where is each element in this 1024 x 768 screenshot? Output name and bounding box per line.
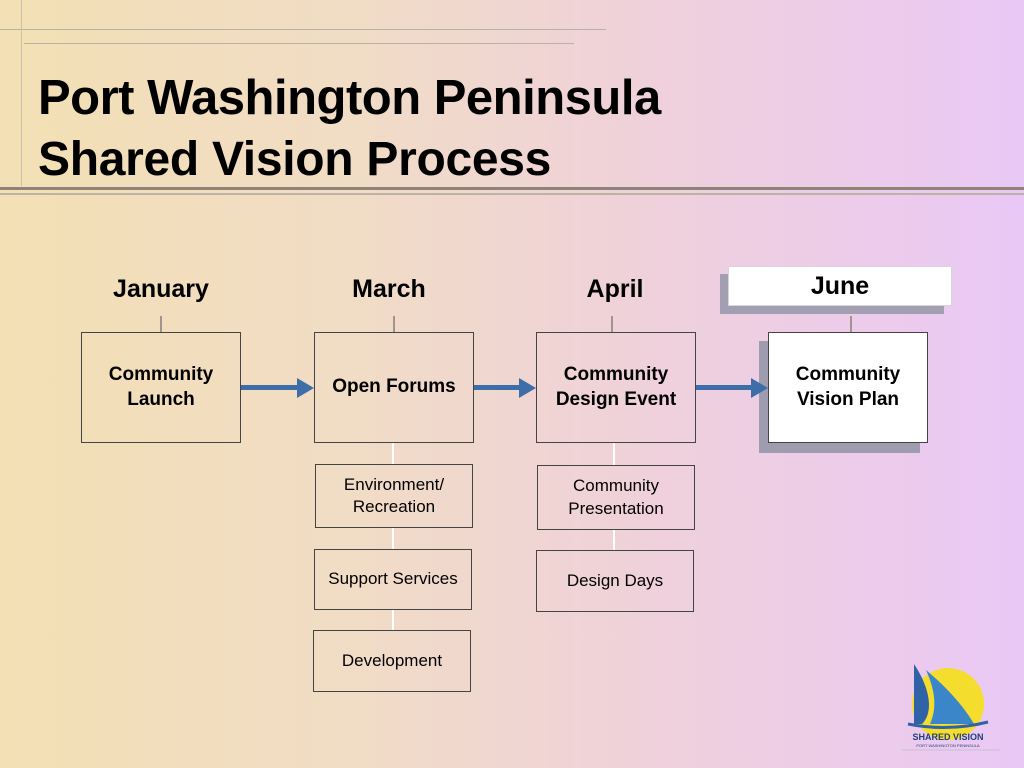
title-divider-light	[0, 193, 1024, 195]
logo-sail-left	[914, 664, 929, 724]
arrow-forums-to-design-line	[474, 385, 520, 390]
decorative-top-line-2	[24, 43, 574, 44]
logo-subtitle: PORT WASHINGTON PENINSULA	[916, 743, 980, 748]
stage-community-launch: Community Launch	[81, 332, 241, 443]
topic-support-services: Support Services	[314, 549, 472, 610]
timeline-tick-january	[160, 316, 162, 332]
timeline-tick-march	[393, 316, 395, 332]
item-design-days: Design Days	[536, 550, 694, 612]
title-divider	[0, 187, 1024, 190]
decorative-top-line-1	[0, 29, 606, 30]
timeline-tick-june	[850, 316, 852, 332]
decorative-side-line	[21, 0, 22, 186]
month-label-june: June	[728, 266, 952, 306]
logo-title: SHARED VISION	[912, 732, 983, 742]
month-label-january: January	[113, 275, 209, 303]
connector-forums-1	[392, 443, 394, 464]
stage-community-vision-plan: Community Vision Plan	[768, 332, 928, 443]
topic-development: Development	[313, 630, 471, 692]
arrow-design-to-plan-line	[696, 385, 752, 390]
month-label-march: March	[352, 275, 426, 303]
logo-sail-right	[926, 670, 974, 724]
logo-hull	[907, 720, 989, 730]
arrow-launch-to-forums-head	[297, 378, 314, 398]
stage-community-design-event: Community Design Event	[536, 332, 696, 443]
connector-forums-2	[392, 528, 394, 549]
connector-forums-3	[392, 610, 394, 630]
connector-design-2	[613, 530, 615, 550]
month-label-april: April	[586, 275, 644, 303]
arrow-design-to-plan-head	[751, 378, 768, 398]
slide-title: Port Washington Peninsula	[38, 71, 661, 125]
slide-subtitle: Shared Vision Process	[38, 133, 552, 186]
sailboat-sun-icon: SHARED VISION PORT WASHINGTON PENINSULA	[902, 664, 1000, 751]
arrow-forums-to-design-head	[519, 378, 536, 398]
topic-environment-recreation: Environment/ Recreation	[315, 464, 473, 528]
connector-design-1	[613, 443, 615, 465]
shared-vision-logo: SHARED VISION PORT WASHINGTON PENINSULA	[900, 660, 1010, 760]
stage-open-forums: Open Forums	[314, 332, 474, 443]
arrow-launch-to-forums-line	[241, 385, 298, 390]
item-community-presentation: Community Presentation	[537, 465, 695, 530]
timeline-tick-april	[611, 316, 613, 332]
